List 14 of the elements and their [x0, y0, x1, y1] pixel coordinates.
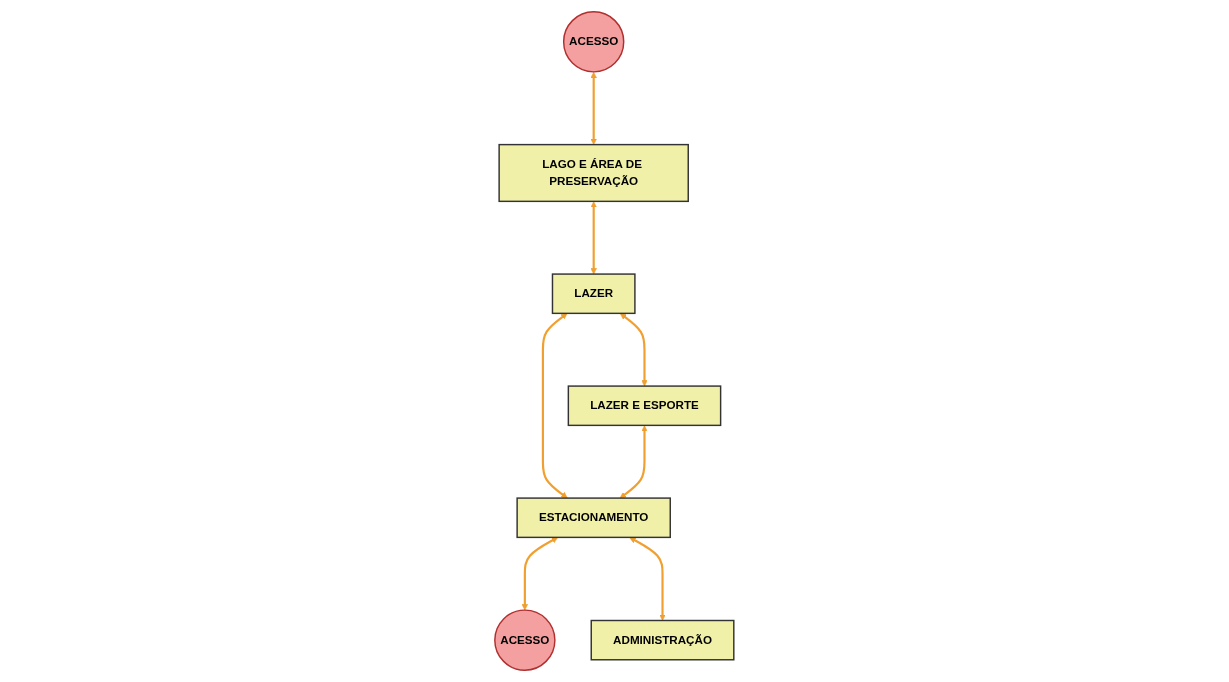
node-box: LAGO E ÁREA DE PRESERVAÇÃO	[498, 143, 690, 203]
arrow	[590, 71, 598, 145]
arrow	[542, 313, 568, 499]
arrow	[590, 201, 598, 275]
node-box: ADMINISTRAÇÃO	[590, 619, 735, 661]
arrow	[521, 537, 559, 611]
node-box: LAZER E ESPORTE	[567, 385, 722, 427]
arrow	[620, 313, 648, 387]
arrow	[629, 537, 666, 621]
node-box: ESTACIONAMENTO	[516, 497, 672, 539]
node-box: LAZER	[551, 273, 636, 315]
node-circle: ACESSO	[563, 11, 625, 73]
node-circle: ACESSO	[494, 609, 556, 671]
arrow	[619, 425, 648, 499]
